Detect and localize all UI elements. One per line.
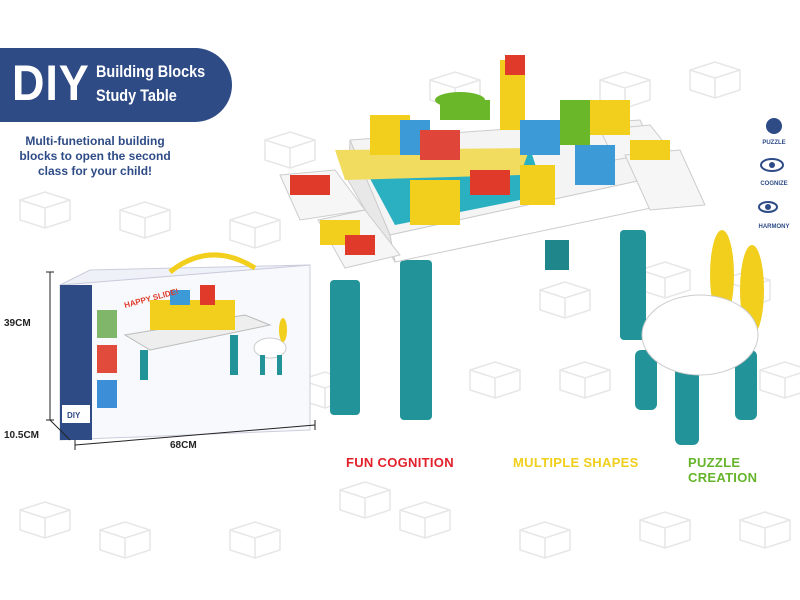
watermark-brick: [739, 511, 791, 549]
feature-multiple-shapes: MULTIPLE SHAPES: [513, 455, 639, 470]
watermark-brick: [469, 361, 521, 399]
height-dimension: 39CM: [4, 318, 31, 329]
width-dimension: 68CM: [170, 440, 197, 451]
dimension-lines: [46, 271, 316, 450]
study-table-image: [279, 55, 706, 420]
head-puzzle-icon: [766, 118, 782, 134]
watermark-brick: [229, 521, 281, 559]
watermark-brick: [99, 521, 151, 559]
watermark-brick: [539, 281, 591, 319]
watermark-brick: [559, 361, 611, 399]
depth-dimension: 10.5CM: [4, 430, 40, 441]
title-line-1: Building Blocks: [96, 62, 206, 81]
feature-fun-cognition: FUN COGNITION: [346, 455, 454, 470]
watermark-brick: [399, 501, 451, 539]
watermark-brick: [264, 131, 316, 169]
watermark-brick: [759, 361, 800, 399]
product-box-image: [59, 252, 311, 441]
watermark-brick: [19, 501, 71, 539]
feature-puzzle-creation: PUZZLE CREATION: [688, 455, 758, 485]
watermark-brick: [689, 61, 741, 99]
title-line-2: Study Table: [96, 86, 177, 105]
diy-logo: DIY: [12, 55, 90, 111]
watermark-brick: [639, 511, 691, 549]
watermark-brick: [229, 211, 281, 249]
eye-cognize-icon: [760, 158, 784, 172]
icon-label-cognize: COGNIZE: [760, 181, 788, 187]
icon-label-puzzle: PUZZLE: [762, 140, 786, 146]
watermark-brick: [339, 481, 391, 519]
title-banner: [0, 48, 232, 122]
watermark-brick: [19, 191, 71, 229]
watermark-brick: [119, 201, 171, 239]
eye-hand-icon: [758, 201, 778, 213]
box-logo: DIY: [67, 411, 81, 420]
tagline: Multi-funetional building blocks to open…: [19, 134, 171, 178]
chair-image: [635, 230, 764, 445]
icon-label-harmony: HARMONY: [758, 224, 790, 230]
watermark-brick: [519, 521, 571, 559]
